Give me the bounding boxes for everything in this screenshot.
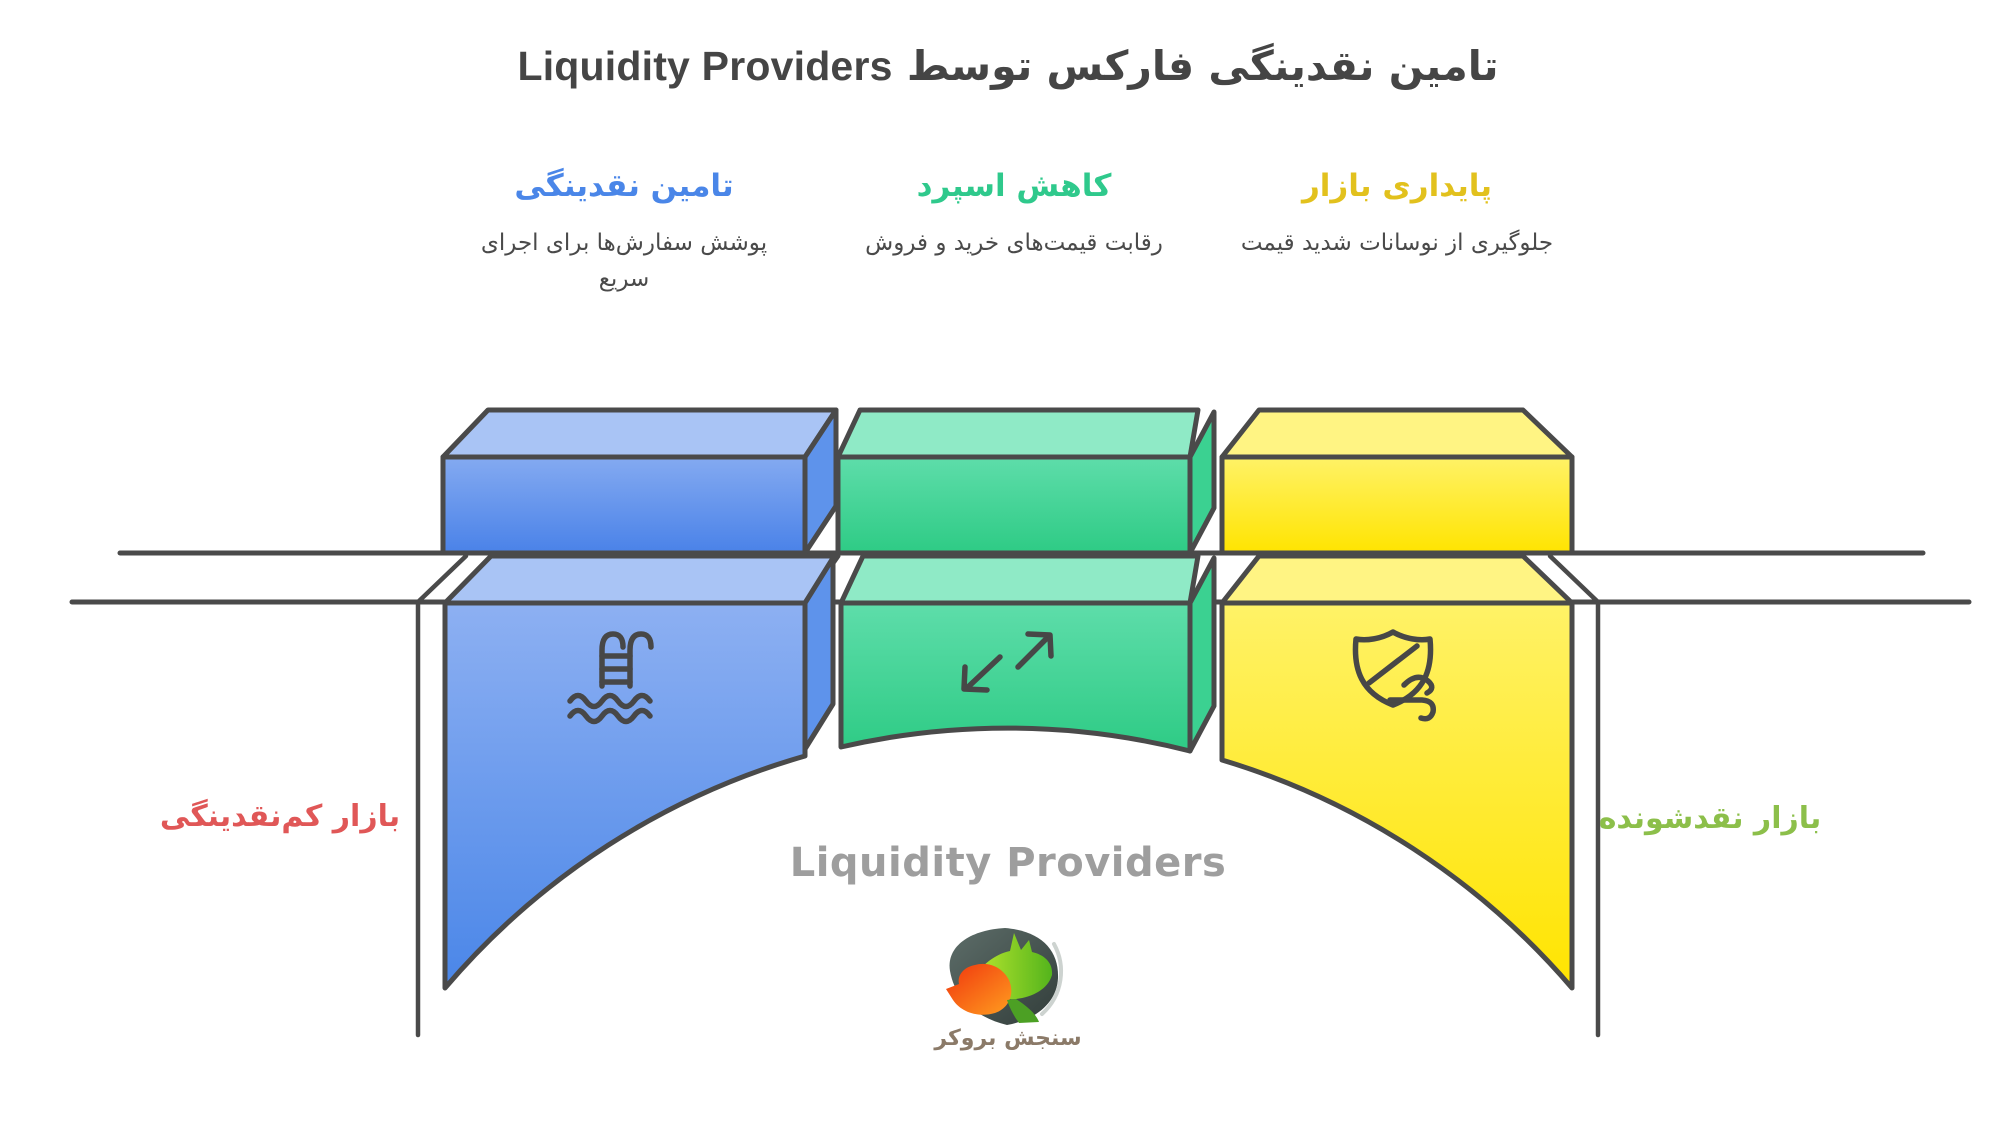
low-liquidity-market-label: بازار کم‌نقدینگی — [159, 799, 401, 834]
page-title-farsi: تامین نقدینگی فارکس توسط — [906, 42, 1499, 90]
column-stability-heading: پایداری بازار — [1301, 168, 1493, 204]
shield-wind-icon — [1352, 629, 1437, 722]
column-liquidity-heading: تامین نقدینگی — [514, 168, 734, 204]
pool-ladder-icon — [567, 631, 654, 725]
broker-logo-wordmark: سنجش بروکر — [934, 1026, 1082, 1051]
page-title-english: Liquidity Providers — [517, 43, 893, 89]
page-title: تامین نقدینگی فارکس توسط Liquidity Provi… — [0, 42, 2016, 90]
column-stability: پایداری بازار جلوگیری از نوسانات شدید قی… — [1232, 168, 1562, 262]
broker-logo — [946, 928, 1064, 1025]
pier-stability — [1219, 553, 1575, 991]
liquidity-providers-label: Liquidity Providers — [789, 840, 1227, 886]
bridge-abutments — [415, 553, 1601, 1038]
bridge-upper-boxes — [440, 407, 1575, 556]
column-stability-description: جلوگیری از نوسانات شدید قیمت — [1240, 230, 1554, 256]
pier-spread — [838, 553, 1217, 754]
column-liquidity: تامین نقدینگی پوشش سفارش‌ها برای اجرای س… — [459, 168, 789, 297]
column-spread-heading: کاهش اسپرد — [916, 168, 1112, 204]
column-spread-description: رقابت قیمت‌های خرید و فروش — [865, 230, 1163, 256]
column-spread: کاهش اسپرد رقابت قیمت‌های خرید و فروش — [849, 168, 1179, 262]
block-liquidity — [440, 407, 839, 556]
block-spread — [835, 407, 1217, 556]
pier-liquidity — [442, 553, 841, 991]
resize-arrows-icon — [961, 631, 1054, 693]
liquid-market-label: بازار نقدشونده — [1598, 801, 1822, 836]
bridge-lower-boxes — [442, 553, 1575, 991]
block-stability — [1219, 407, 1575, 556]
column-liquidity-description: پوشش سفارش‌ها برای اجرای سریع — [480, 230, 768, 292]
